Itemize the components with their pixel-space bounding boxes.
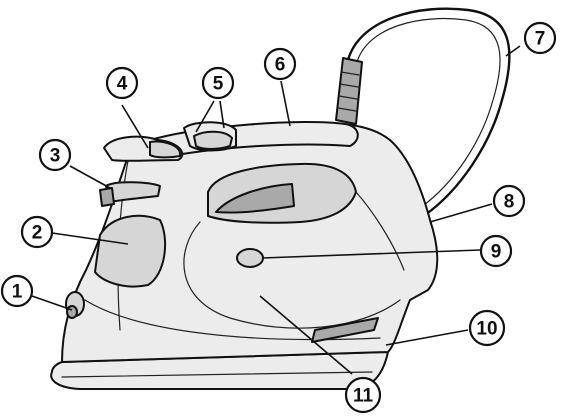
callout-8-label: 8 — [504, 192, 515, 213]
self-clean-button[interactable] — [66, 292, 84, 318]
callout-1-label: 1 — [12, 282, 23, 303]
callout-4: 4 — [107, 68, 137, 98]
callout-3: 3 — [40, 140, 70, 170]
callout-9: 9 — [481, 236, 511, 266]
callout-7: 7 — [525, 23, 555, 53]
callout-1: 1 — [2, 276, 32, 306]
callout-11: 11 — [346, 378, 380, 412]
callout-10-label: 10 — [476, 319, 497, 340]
callout-5-label: 5 — [213, 74, 224, 95]
callout-6-label: 6 — [275, 55, 286, 76]
callout-5: 5 — [203, 68, 233, 98]
callout-4-label: 4 — [117, 74, 128, 95]
callout-11-label: 11 — [353, 386, 374, 407]
steam-burst-buttons[interactable] — [184, 122, 236, 150]
cord-strain-relief — [336, 58, 362, 124]
callout-2: 2 — [22, 217, 52, 247]
callout-10: 10 — [470, 311, 504, 345]
callout-2-label: 2 — [32, 223, 43, 244]
callout-3-label: 3 — [50, 146, 61, 167]
indicator-light — [237, 249, 263, 267]
callout-8: 8 — [494, 186, 524, 216]
callout-7-label: 7 — [535, 29, 546, 50]
callout-6: 6 — [265, 49, 295, 79]
callout-9-label: 9 — [491, 242, 502, 263]
